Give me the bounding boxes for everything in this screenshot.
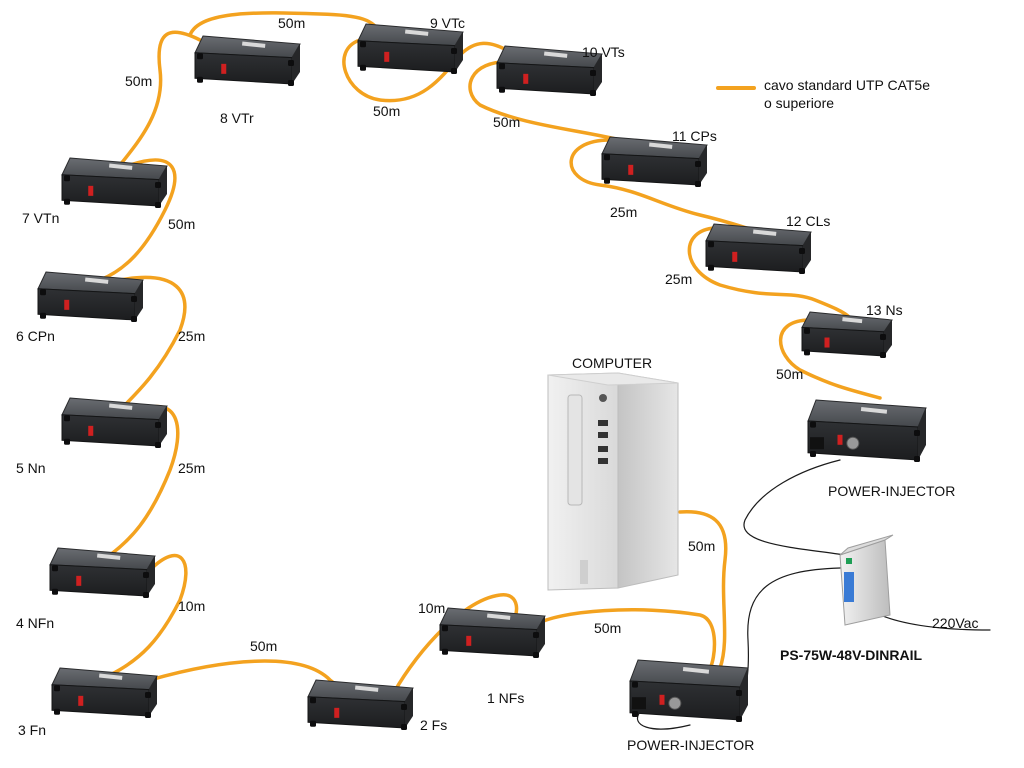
device-label-12: 12 CLs [786,213,831,229]
device-label-7: 7 VTn [22,210,60,226]
distance-1-2: 10m [418,600,446,616]
cable-psu-to-mains [879,614,991,631]
power-injector-bottom-label: POWER-INJECTOR [627,737,755,753]
mains-label: 220Vac [932,615,979,631]
device-label-9: 9 VTc [430,15,466,31]
device-label-11: 11 CPs [672,128,717,144]
psu-label: PS-75W-48V-DINRAIL [780,647,923,663]
distance-11-12: 25m [610,204,638,220]
legend-swatch-utp [716,86,756,90]
device-10 [496,45,603,96]
cable-1-injector [533,608,717,670]
cable-pc-injector [678,510,728,670]
device-1 [439,607,546,658]
distance-3-4: 10m [178,598,206,614]
cable-8-7 [118,30,202,167]
cable-13-loop [778,318,882,400]
device-label-8: 8 VTr [220,110,254,126]
device-9 [357,23,464,74]
device-6 [37,271,144,322]
device-label-10: 10 VTs [582,44,625,60]
computer-tower [547,372,679,591]
distance-5-6: 25m [178,328,206,344]
power-injector-top-label: POWER-INJECTOR [828,483,956,499]
legend-text: cavo standard UTP CAT5e o superiore [764,76,930,112]
cable-10-11 [468,60,622,142]
power-injector-bottom [629,659,749,722]
distance-12-13: 25m [665,271,693,287]
cable-top-injector-to-psu [743,459,846,556]
device-label-3: 3 Fn [18,722,47,738]
cable-6-5 [118,275,187,412]
cable-paths [98,11,882,707]
device-4 [49,547,156,598]
device-7 [61,157,168,208]
cable-8-9 [188,11,382,37]
distance-1-injector: 50m [594,620,622,636]
computer-label: COMPUTER [572,355,653,371]
device-label-2: 2 Fs [420,717,448,733]
power-injector-top [807,399,927,462]
device-label-4: 4 NFn [16,615,55,631]
cable-7-6 [98,158,177,282]
distance-pc-injector: 50m [688,538,716,554]
distance-4-5: 25m [178,460,206,476]
device-label-6: 6 CPn [16,328,55,344]
cable-bottom-injector-lead [637,711,691,730]
device-11 [601,136,708,187]
device-3 [51,667,158,718]
device-8 [194,35,301,86]
distance-9-10: 50m [373,103,401,119]
cable-2-1 [388,593,519,702]
distance-8-9: 50m [278,15,306,31]
cable-4-3 [108,553,188,677]
device-5 [61,397,168,448]
device-13 [801,311,893,358]
cable-9-loop [342,38,512,103]
device-label-1: 1 NFs [487,690,525,706]
device-2 [307,679,414,730]
distance-10-11: 50m [493,114,521,130]
distance-6-7: 50m [168,216,196,232]
legend-line1: cavo standard UTP CAT5e [764,77,931,93]
cable-12-loop [687,226,852,320]
device-label-5: 5 Nn [16,460,46,476]
device-12 [705,223,812,274]
device-label-13: 13 Ns [866,302,903,318]
distance-13-injector: 50m [776,366,804,382]
legend-line2: o superiore [764,95,835,111]
cable-11-loop [569,138,762,234]
distance-2-3: 50m [250,638,278,654]
power-supply-unit [839,534,894,626]
distance-7-8: 50m [125,73,153,89]
